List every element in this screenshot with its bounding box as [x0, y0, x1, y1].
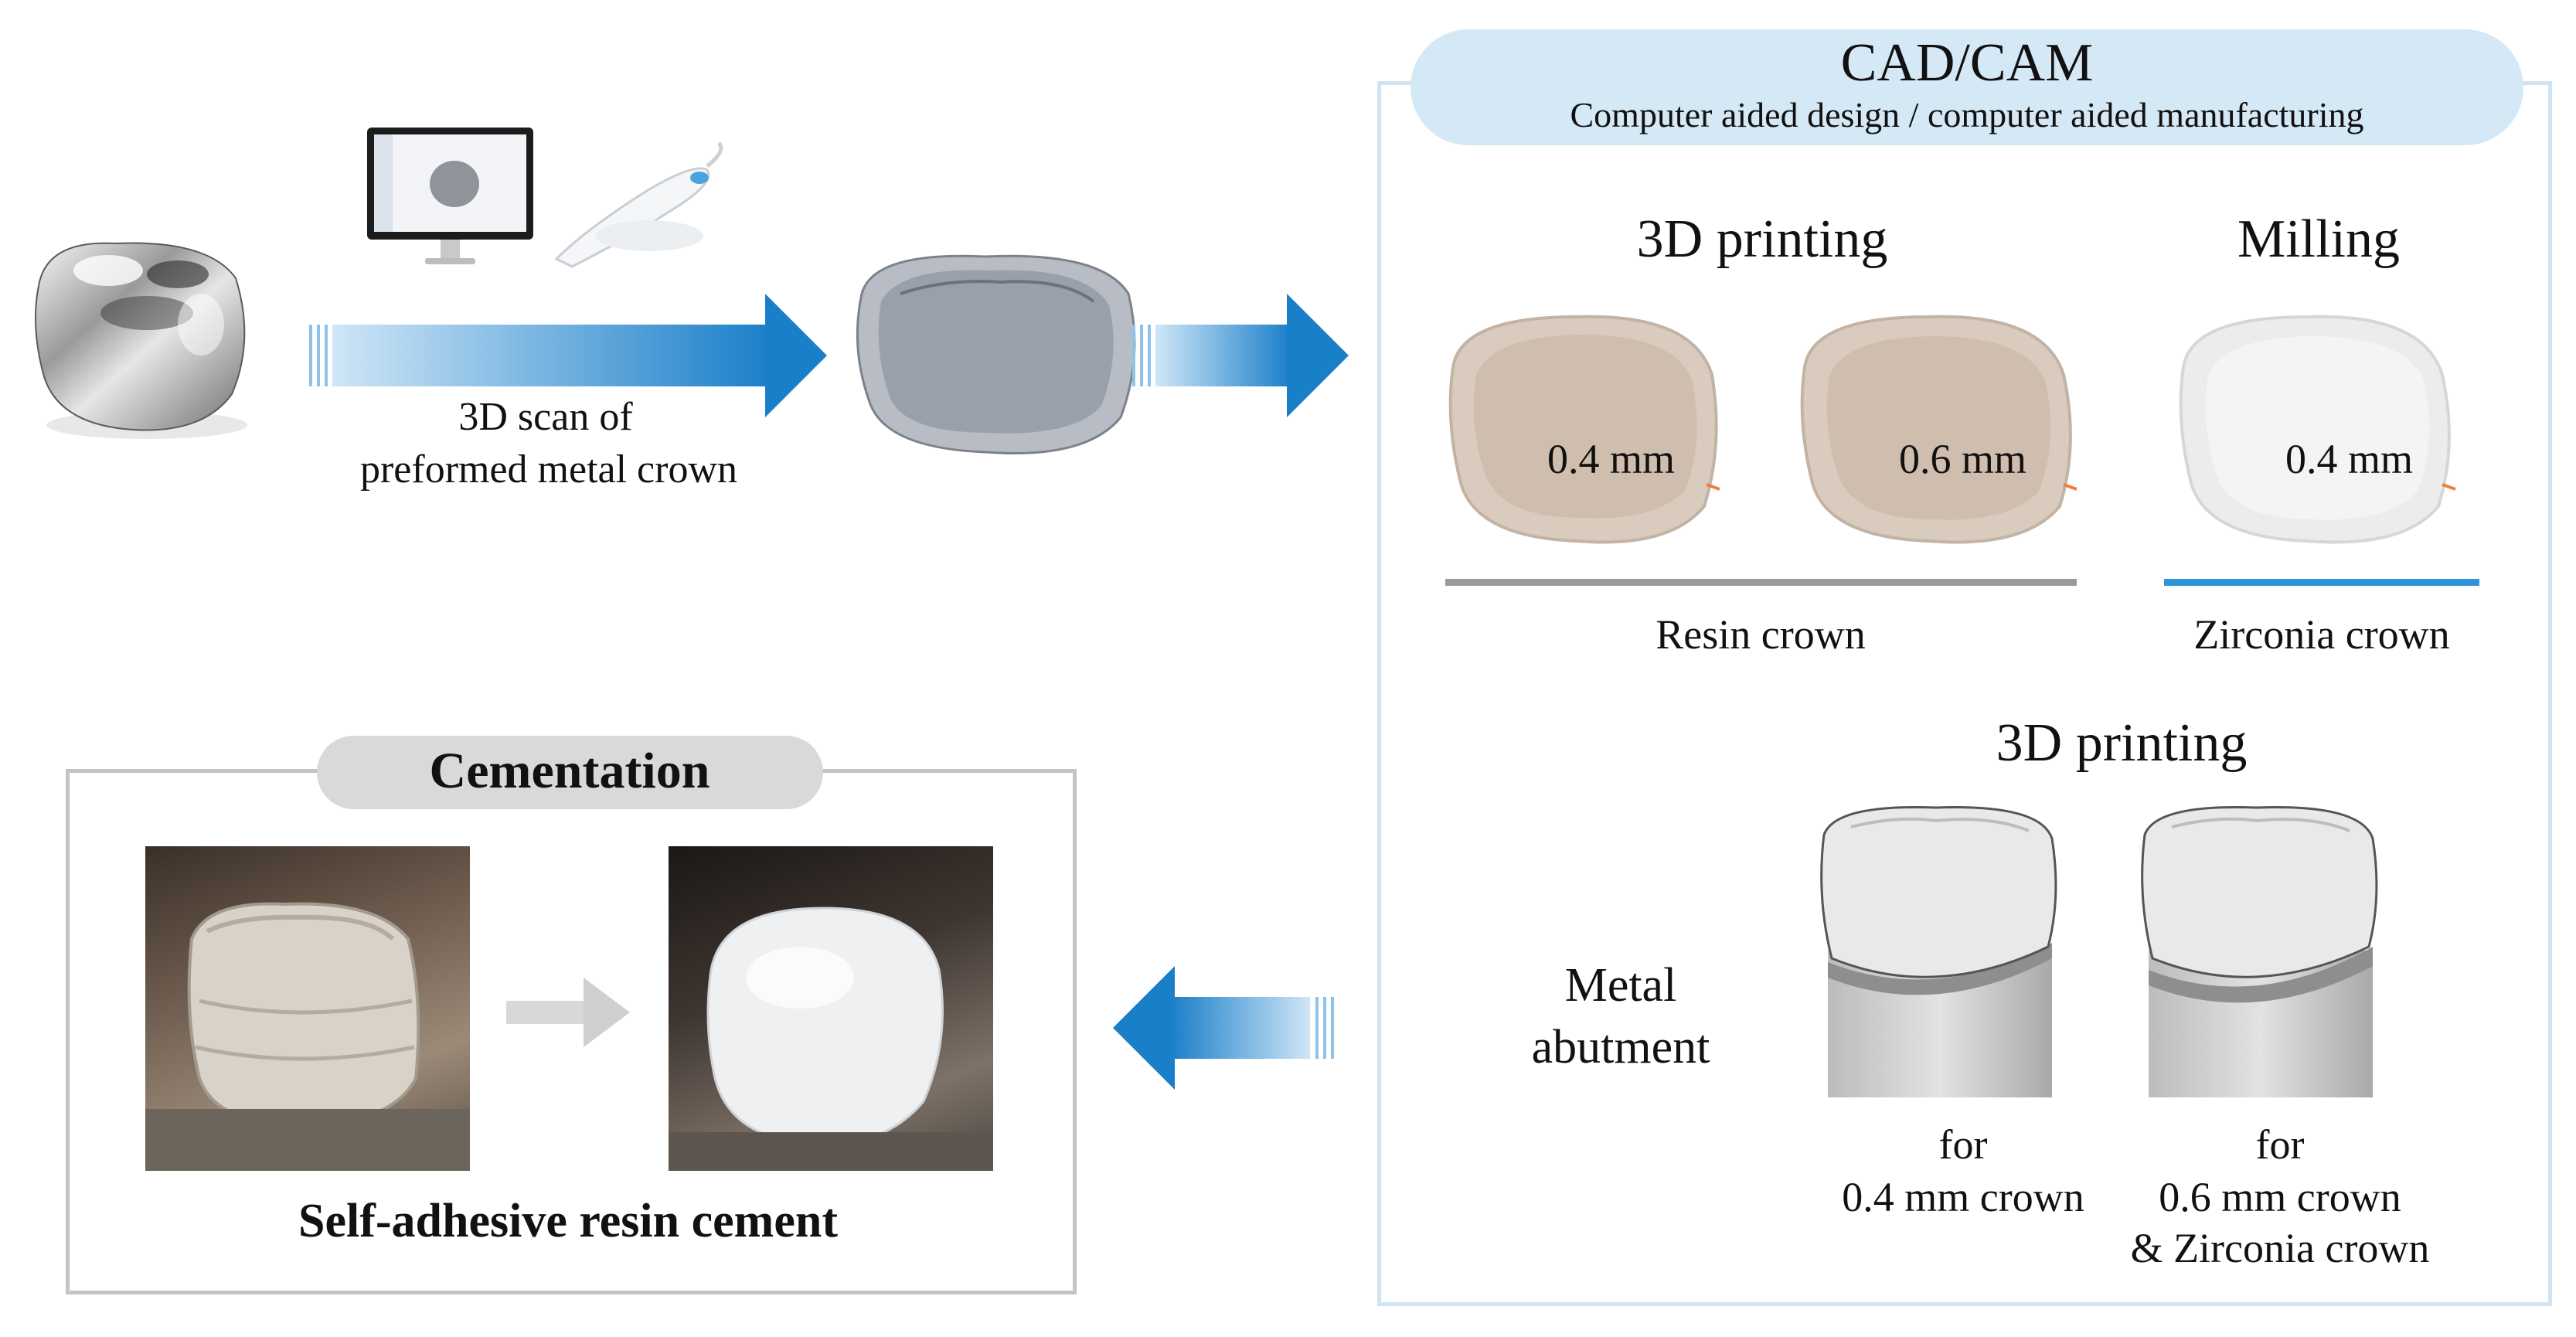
resin-group-line [1445, 579, 2077, 586]
crown-thickness-label: 0.4 mm [2285, 436, 2414, 482]
metal-abutment-label-line2: abutment [1531, 1021, 1710, 1073]
abutment-b-label-line2: 0.6 mm crown [2159, 1174, 2401, 1220]
abutment-with-crown-04-image [1820, 805, 2057, 1097]
abutment-a-label-line2: 0.4 mm crown [1842, 1174, 2084, 1220]
cement-photo-before [145, 846, 470, 1171]
intraoral-scanner-icon [554, 141, 723, 268]
crown-thickness-label: 0.6 mm [1899, 436, 2027, 482]
abutment-printing-heading: 3D printing [1996, 713, 2248, 773]
cadcam-title: CAD/CAM [1840, 33, 2094, 93]
cementation-banner [317, 736, 823, 809]
abutment-b-label-line3: & Zirconia crown [2130, 1225, 2430, 1271]
arrow-left-icon [1113, 966, 1334, 1090]
scan-caption-line2: preformed metal crown [359, 447, 738, 492]
cadcam-banner [1411, 29, 2523, 145]
printing-heading: 3D printing [1636, 209, 1888, 269]
zirconia-crown-label: Zirconia crown [2193, 611, 2450, 658]
crown-thickness-label: 0.4 mm [1547, 436, 1676, 482]
cadcam-subtitle: Computer aided design / computer aided m… [1570, 95, 2364, 134]
metal-crown-image [35, 242, 247, 439]
abutment-a-label-line1: for [1938, 1121, 1988, 1168]
metal-abutment-label-line1: Metal [1564, 959, 1677, 1012]
resin-crown-04-image [1448, 315, 1720, 544]
resin-crown-label: Resin crown [1656, 611, 1866, 658]
computer-monitor-icon [367, 128, 533, 264]
cement-photo-after [669, 846, 993, 1171]
scanned-crown-model [856, 254, 1136, 455]
zirconia-crown-04-image [2179, 315, 2456, 544]
abutment-with-crown-06-image [2141, 805, 2378, 1097]
arrow-right-icon [1132, 294, 1349, 417]
arrow-right-icon [309, 294, 827, 417]
abutment-b-label-line1: for [2255, 1121, 2305, 1168]
cementation-caption: Self-adhesive resin cement [298, 1195, 838, 1247]
resin-crown-06-image [1800, 315, 2077, 544]
zirconia-group-line [2164, 579, 2479, 586]
scan-caption-line1: 3D scan of [458, 395, 633, 439]
cementation-title: Cementation [429, 743, 710, 799]
arrow-right-icon [506, 978, 630, 1047]
milling-heading: Milling [2237, 209, 2401, 269]
